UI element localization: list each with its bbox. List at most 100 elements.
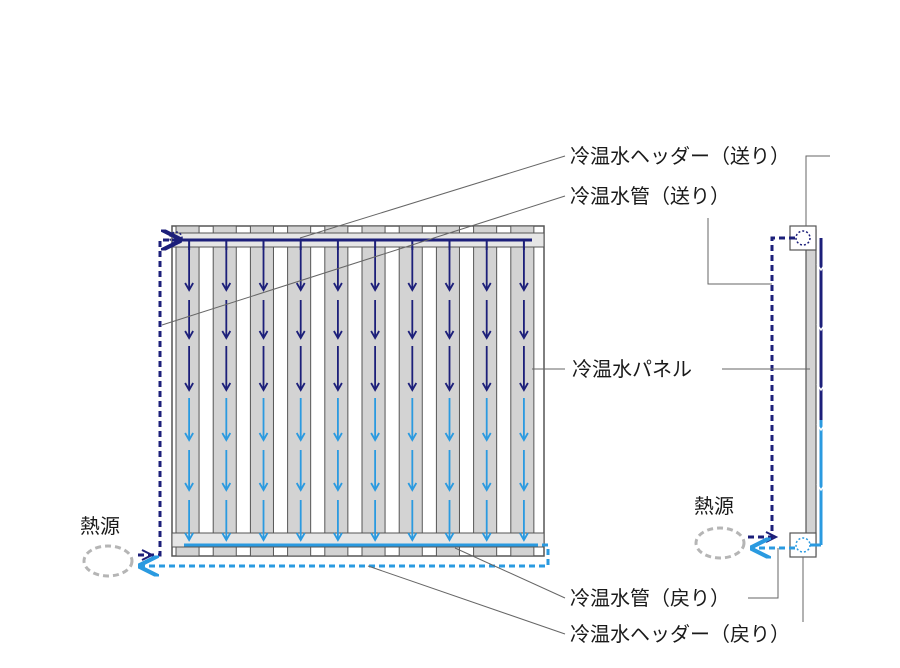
arrow-down-icon [519,532,529,542]
leader-lines [161,155,830,635]
leader-supply-pipe [161,195,566,326]
label-supply-pipe: 冷温水管（送り） [570,184,730,208]
leader-side-supply-pipe [707,218,772,285]
panel-strip [435,225,460,557]
arrow-down-icon [816,383,826,392]
arrow-down-icon [519,330,529,340]
arrow-down-icon [407,382,418,392]
arrow-down-icon [519,282,529,292]
panel-strip [473,225,498,557]
arrow-down-icon [444,330,455,340]
arrow-down-icon [258,330,269,340]
label-return-header: 冷温水ヘッダー（戻り） [570,622,790,646]
arrow-down-icon [519,482,529,492]
arrow-down-icon [333,482,343,492]
flow-arrows [184,240,529,542]
arrow-down-icon [481,482,492,492]
supply-inlet-fitting [169,231,183,245]
arrow-down-icon [184,382,194,392]
arrow-down-icon [370,532,380,542]
arrow-down-icon [816,323,826,332]
supply-out-arrow-icon [141,549,155,561]
arrow-down-icon [295,382,306,392]
arrow-down-icon [221,382,232,392]
arrow-down-icon [816,483,826,492]
arrow-down-icon [258,382,269,392]
arrow-down-icon [333,432,343,442]
arrow-down-icon [407,532,418,542]
supply-pipe-front [138,240,180,557]
arrow-down-icon [370,282,380,292]
arrow-down-icon [444,432,455,442]
arrow-down-icon [333,382,343,392]
arrow-down-icon [221,432,232,442]
arrow-down-icon [481,282,492,292]
arrow-down-icon [370,482,380,492]
arrow-down-icon [481,382,492,392]
arrow-down-icon [184,282,194,292]
arrow-down-icon [816,263,826,272]
arrow-down-icon [184,532,194,542]
panel-strip [287,225,312,557]
panel-strip [212,225,237,557]
panel-strip [175,225,200,557]
return-pipe-front [140,543,550,566]
arrow-down-icon [370,382,380,392]
arrow-down-icon [333,330,343,340]
arrow-down-icon [444,482,455,492]
arrow-down-icon [481,532,492,542]
label-heat-source-front: 熱源 [80,514,120,538]
label-supply-header: 冷温水ヘッダー（送り） [570,144,790,168]
leader-side-supply-header [805,155,830,226]
supply-pipe-side [748,236,795,539]
arrow-down-icon [816,423,826,432]
panel-strip [398,225,423,557]
arrow-down-icon [295,282,306,292]
arrow-down-icon [221,532,232,542]
arrow-down-icon [184,482,194,492]
arrow-down-icon [221,330,232,340]
heat-source-side-icon [694,526,746,560]
panel-strip [249,225,274,557]
arrow-down-icon [519,382,529,392]
panel-strip [324,225,349,557]
arrow-down-icon [333,532,343,542]
arrow-down-icon [258,532,269,542]
arrow-down-icon [407,330,418,340]
arrow-down-icon [444,282,455,292]
front-panel-view [82,225,550,578]
arrow-down-icon [407,282,418,292]
arrow-down-icon [444,532,455,542]
arrow-down-icon [184,330,194,340]
arrow-down-icon [221,482,232,492]
arrow-down-icon [295,482,306,492]
arrow-down-icon [481,432,492,442]
heat-source-front-icon [82,544,134,578]
arrow-down-icon [407,482,418,492]
arrow-down-icon [407,432,418,442]
leader-return-header [367,565,566,635]
side-top-header [789,225,817,251]
label-heat-source-side: 熱源 [694,494,734,518]
arrow-down-icon [370,330,380,340]
label-panel: 冷温水パネル [572,357,692,381]
panel-strips [175,225,535,557]
arrow-down-icon [184,432,194,442]
side-panel-view [694,225,826,560]
side-flow-arrows [816,263,826,492]
label-return-pipe: 冷温水管（戻り） [570,586,730,610]
arrow-down-icon [258,432,269,442]
panel-strip [510,225,535,557]
arrow-down-icon [444,382,455,392]
arrow-down-icon [295,330,306,340]
leader-side-return-pipe [748,548,779,599]
arrow-down-icon [258,282,269,292]
arrow-down-icon [295,432,306,442]
side-top-fitting [795,230,811,246]
leader-supply-header [299,155,566,239]
arrow-down-icon [295,532,306,542]
panel-strip [361,225,386,557]
arrow-down-icon [333,282,343,292]
arrow-down-icon [481,330,492,340]
